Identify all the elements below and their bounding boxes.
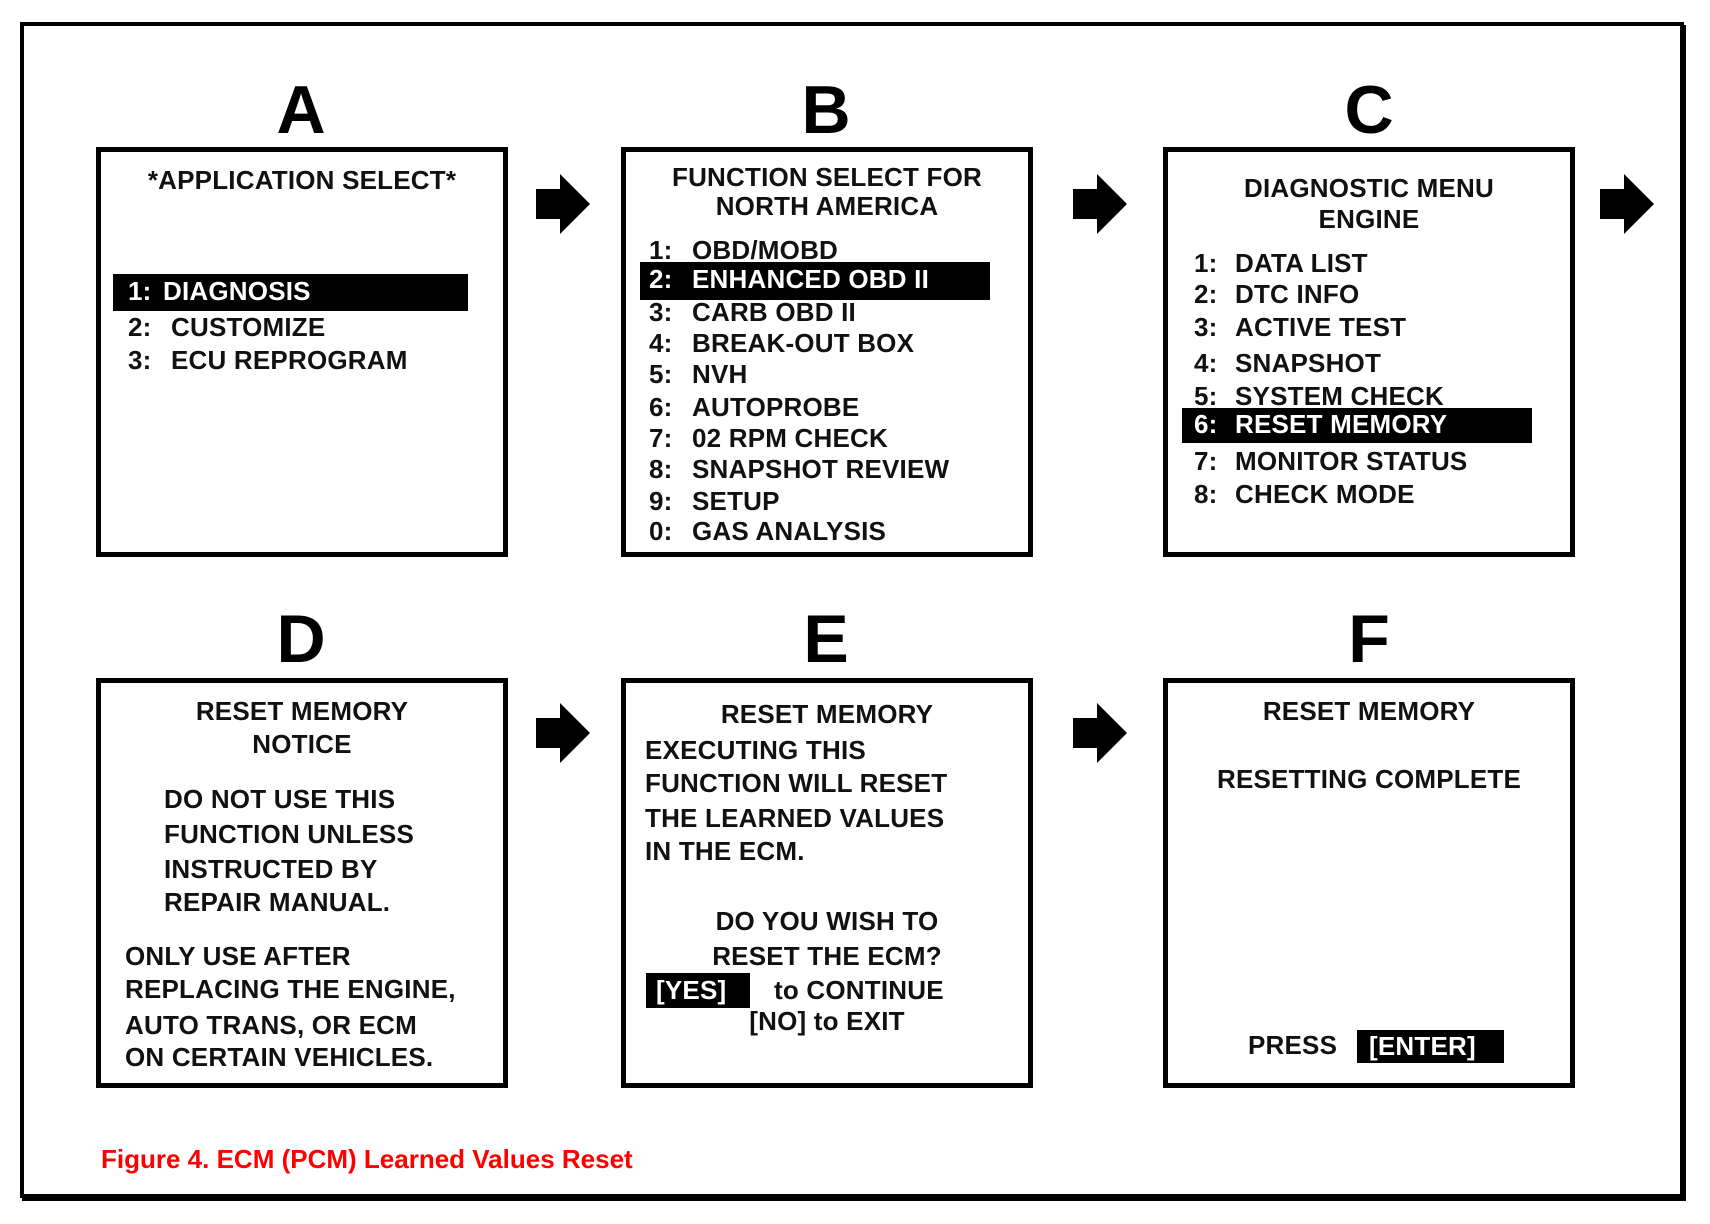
- item-number: 3:: [1194, 312, 1218, 342]
- panel-c-title-line2: ENGINE: [1318, 204, 1420, 234]
- item-label: SNAPSHOT REVIEW: [692, 454, 950, 484]
- panel-e-text: THE LEARNED VALUES: [645, 803, 945, 833]
- item-number: 1:: [128, 276, 152, 306]
- arrow-right-icon: [536, 703, 590, 763]
- item-label: DTC INFO: [1235, 279, 1360, 309]
- item-label: ENHANCED OBD II: [692, 264, 930, 294]
- item-number: 7:: [1194, 446, 1218, 476]
- item-number: 3:: [649, 297, 673, 327]
- panel-letter-e: E: [803, 601, 849, 677]
- item-number: 2:: [128, 312, 152, 342]
- item-number: 5:: [649, 359, 673, 389]
- panel-d-title-line2: NOTICE: [252, 729, 352, 759]
- panel-d-text: INSTRUCTED BY: [164, 854, 378, 884]
- panel-d-text: DO NOT USE THIS: [164, 784, 396, 814]
- item-label: BREAK-OUT BOX: [692, 328, 915, 358]
- panel-a-title: *APPLICATION SELECT*: [147, 165, 457, 195]
- panel-d-text: REPLACING THE ENGINE,: [125, 974, 456, 1004]
- panel-letter-c: C: [1344, 72, 1394, 148]
- panel-d-text: FUNCTION UNLESS: [164, 819, 414, 849]
- panel-letter-a: A: [276, 72, 326, 148]
- arrow-right-icon: [1073, 703, 1127, 763]
- panel-e-text: EXECUTING THIS: [645, 735, 866, 765]
- panel-f-title: RESET MEMORY: [1262, 696, 1476, 726]
- item-label: RESET MEMORY: [1235, 409, 1448, 439]
- item-label: OBD/MOBD: [692, 235, 839, 265]
- item-number: 6:: [649, 392, 673, 422]
- yes-continue-text: to CONTINUE: [774, 975, 944, 1005]
- item-label: ACTIVE TEST: [1235, 312, 1407, 342]
- item-number: 5:: [1194, 381, 1218, 411]
- arrow-right-icon: [1600, 174, 1654, 234]
- item-number: 3:: [128, 345, 152, 375]
- item-label: GAS ANALYSIS: [692, 516, 887, 546]
- panel-d-text: ON CERTAIN VEHICLES.: [125, 1042, 434, 1072]
- item-label: ECU REPROGRAM: [171, 345, 408, 375]
- item-label: 02 RPM CHECK: [692, 423, 888, 453]
- item-label: CARB OBD II: [692, 297, 856, 327]
- panel-letter-d: D: [276, 601, 326, 677]
- item-number: 8:: [649, 454, 673, 484]
- panel-d-text: AUTO TRANS, OR ECM: [125, 1010, 418, 1040]
- arrow-right-icon: [536, 174, 590, 234]
- panel-letter-b: B: [801, 72, 851, 148]
- panel-d-text: ONLY USE AFTER: [125, 941, 351, 971]
- panel-c-screen: [1163, 147, 1575, 557]
- panel-b-title-line1: FUNCTION SELECT FOR: [671, 162, 982, 192]
- item-number: 6:: [1194, 409, 1218, 439]
- panel-b-screen: [621, 147, 1033, 557]
- enter-key-button[interactable]: [1357, 1030, 1504, 1063]
- panel-b-title-line2: NORTH AMERICA: [715, 191, 939, 221]
- item-number: 8:: [1194, 479, 1218, 509]
- item-label: CUSTOMIZE: [171, 312, 326, 342]
- panel-e-question: DO YOU WISH TO: [715, 906, 939, 936]
- yes-key-label: [YES]: [656, 975, 727, 1005]
- figure-caption: Figure 4. ECM (PCM) Learned Values Reset: [101, 1144, 633, 1174]
- item-label: CHECK MODE: [1235, 479, 1415, 509]
- panel-e-title: RESET MEMORY: [720, 699, 934, 729]
- panel-e-question: RESET THE ECM?: [712, 941, 942, 971]
- item-number: 1:: [649, 235, 673, 265]
- panel-d-text: REPAIR MANUAL.: [164, 887, 391, 917]
- item-label: DIAGNOSIS: [163, 276, 311, 306]
- item-label: SNAPSHOT: [1235, 348, 1382, 378]
- panel-a-screen: [96, 147, 508, 557]
- selection-highlight-c: [1182, 408, 1532, 443]
- item-label: SETUP: [692, 486, 780, 516]
- panel-c-title-line1: DIAGNOSTIC MENU: [1244, 173, 1494, 203]
- item-label: NVH: [692, 359, 748, 389]
- no-exit-text: [NO] to EXIT: [749, 1006, 905, 1036]
- selection-highlight-b: [640, 262, 990, 300]
- panel-f-screen: [1163, 678, 1575, 1088]
- item-number: 7:: [649, 423, 673, 453]
- item-label: MONITOR STATUS: [1235, 446, 1468, 476]
- panel-d-screen: [96, 678, 508, 1088]
- arrow-right-icon: [1073, 174, 1127, 234]
- item-number: 4:: [649, 328, 673, 358]
- item-label: SYSTEM CHECK: [1235, 381, 1444, 411]
- item-label: DATA LIST: [1235, 248, 1368, 278]
- selection-highlight-a: [113, 274, 468, 311]
- panel-letter-f: F: [1348, 601, 1390, 677]
- item-number: 2:: [1194, 279, 1218, 309]
- item-number: 1:: [1194, 248, 1218, 278]
- item-number: 0:: [649, 516, 673, 546]
- item-label: AUTOPROBE: [692, 392, 860, 422]
- panel-e-text: IN THE ECM.: [645, 836, 805, 866]
- panel-e-screen: [621, 678, 1033, 1088]
- press-label: PRESS: [1248, 1030, 1338, 1060]
- item-number: 4:: [1194, 348, 1218, 378]
- item-number: 9:: [649, 486, 673, 516]
- panel-f-status: RESETTING COMPLETE: [1216, 764, 1522, 794]
- panel-e-text: FUNCTION WILL RESET: [645, 768, 948, 798]
- panel-d-title-line1: RESET MEMORY: [195, 696, 409, 726]
- enter-key-label: [ENTER]: [1369, 1031, 1476, 1061]
- item-number: 2:: [649, 264, 673, 294]
- yes-key-button[interactable]: [646, 973, 750, 1008]
